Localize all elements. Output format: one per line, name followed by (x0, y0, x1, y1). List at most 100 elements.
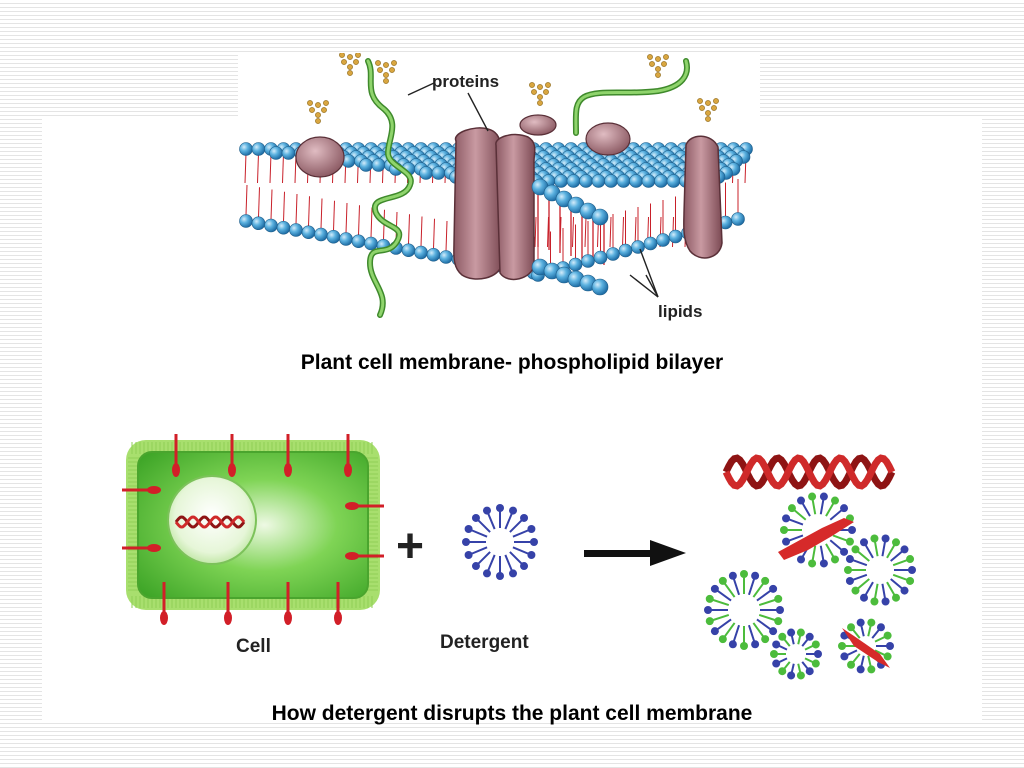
carbohydrate-bead (315, 118, 321, 124)
micelle-head (718, 635, 727, 644)
lipid-head (264, 218, 278, 233)
carbohydrate-bead (315, 102, 321, 108)
micelle-head (867, 618, 876, 627)
carbohydrate-bead (543, 89, 549, 95)
micelle-head (718, 576, 727, 585)
micelle-head (705, 617, 714, 626)
lipids-label: lipids (658, 302, 702, 321)
micelle-head (811, 640, 820, 649)
micelle (844, 534, 916, 606)
micelle-head (751, 571, 760, 580)
lipid-tail (269, 152, 272, 184)
carbohydrate-bead (383, 78, 389, 84)
detergent-caption: How detergent disrupts the plant cell me… (271, 702, 753, 725)
detergent-diagram: Cell + Detergent (120, 432, 926, 680)
lipid-tail (433, 218, 435, 249)
lipid-tail (584, 216, 587, 248)
lipid-tail (308, 196, 310, 227)
lipid-head (281, 146, 296, 160)
micelle-head (847, 623, 856, 632)
micelle-head (856, 618, 865, 627)
carbohydrate-bead (389, 67, 395, 73)
micelle (778, 492, 856, 568)
micelle-head (845, 537, 854, 546)
lipid-head (364, 236, 378, 251)
lipid-tail (333, 200, 335, 231)
micelle-head (769, 627, 778, 636)
lipid-tail (445, 220, 448, 252)
carbohydrate-bead (705, 116, 711, 122)
membrane-protein-head (224, 611, 232, 625)
micelle-head (780, 526, 788, 534)
lipid-tail (244, 152, 247, 184)
protein-fragment (842, 628, 890, 668)
lipid-tail (320, 198, 323, 229)
lipid-head (251, 142, 266, 156)
micelle-head (761, 576, 770, 585)
carbohydrate-bead (323, 100, 329, 106)
micelle-head (908, 566, 916, 574)
carbohydrate-bead (321, 107, 327, 113)
lipid-tail (420, 216, 423, 247)
lipid-tail (572, 216, 574, 248)
micelle-head (778, 632, 787, 641)
lipid-tail (245, 184, 248, 216)
micelle-head (808, 492, 817, 501)
lipid-head (631, 240, 645, 254)
membrane-protein-head (345, 502, 359, 510)
micelle-head (769, 584, 778, 593)
cell-label: Cell (236, 636, 271, 657)
micelle-head (883, 652, 892, 661)
transmembrane-protein-large (453, 127, 536, 281)
micelle-head (776, 606, 784, 614)
lipid-head (579, 174, 593, 188)
carbohydrate-bead (391, 60, 397, 66)
plus-sign: + (396, 520, 424, 573)
carbohydrate-bead (347, 54, 353, 60)
membrane-protein-head (160, 611, 168, 625)
micelle-head (751, 640, 760, 649)
lipid-head (629, 174, 643, 188)
micelle-head (856, 665, 865, 674)
micelle-head (728, 571, 737, 580)
micelle-head (787, 628, 796, 637)
micelle-head (704, 606, 712, 614)
lipid-head (604, 174, 618, 188)
carbohydrate-bead (347, 64, 353, 70)
membrane-protein-head (284, 611, 292, 625)
micelle-head (867, 665, 876, 674)
micelle-head (870, 534, 879, 543)
lipid-head (554, 174, 568, 188)
micelle-head (892, 538, 900, 547)
micelle-head (710, 584, 719, 593)
carbohydrate-bead (377, 67, 383, 73)
lipid-head (339, 232, 353, 246)
micelle-head (844, 566, 852, 574)
micelle-head (770, 650, 778, 658)
micelle-head (482, 569, 491, 578)
micelle-head (778, 667, 787, 676)
micelle-head (782, 537, 791, 546)
lipid-head (731, 212, 745, 226)
lipid-head (289, 223, 303, 237)
lipid-tail (622, 216, 624, 248)
detergent-micelle (462, 504, 538, 580)
dna-helix-in-nucleus (174, 515, 246, 529)
carbohydrate-bead (649, 61, 655, 67)
micelle-head (870, 597, 879, 606)
lipid-tail (547, 216, 549, 248)
lipid-head (591, 208, 609, 226)
carbohydrate-bead (339, 52, 345, 58)
micelle-head (464, 551, 473, 560)
carbohydrate-bead (537, 84, 543, 90)
micelle-head (774, 617, 783, 626)
micelle-head (900, 545, 909, 554)
micelle-head (774, 594, 783, 603)
micelle-head (886, 642, 894, 650)
carbohydrate-bead (661, 61, 667, 67)
lipid-head (351, 234, 366, 249)
lipid-head (426, 247, 441, 262)
lipid-head (251, 216, 266, 231)
carbohydrate-bead (537, 94, 543, 100)
micelle-head (462, 538, 470, 546)
